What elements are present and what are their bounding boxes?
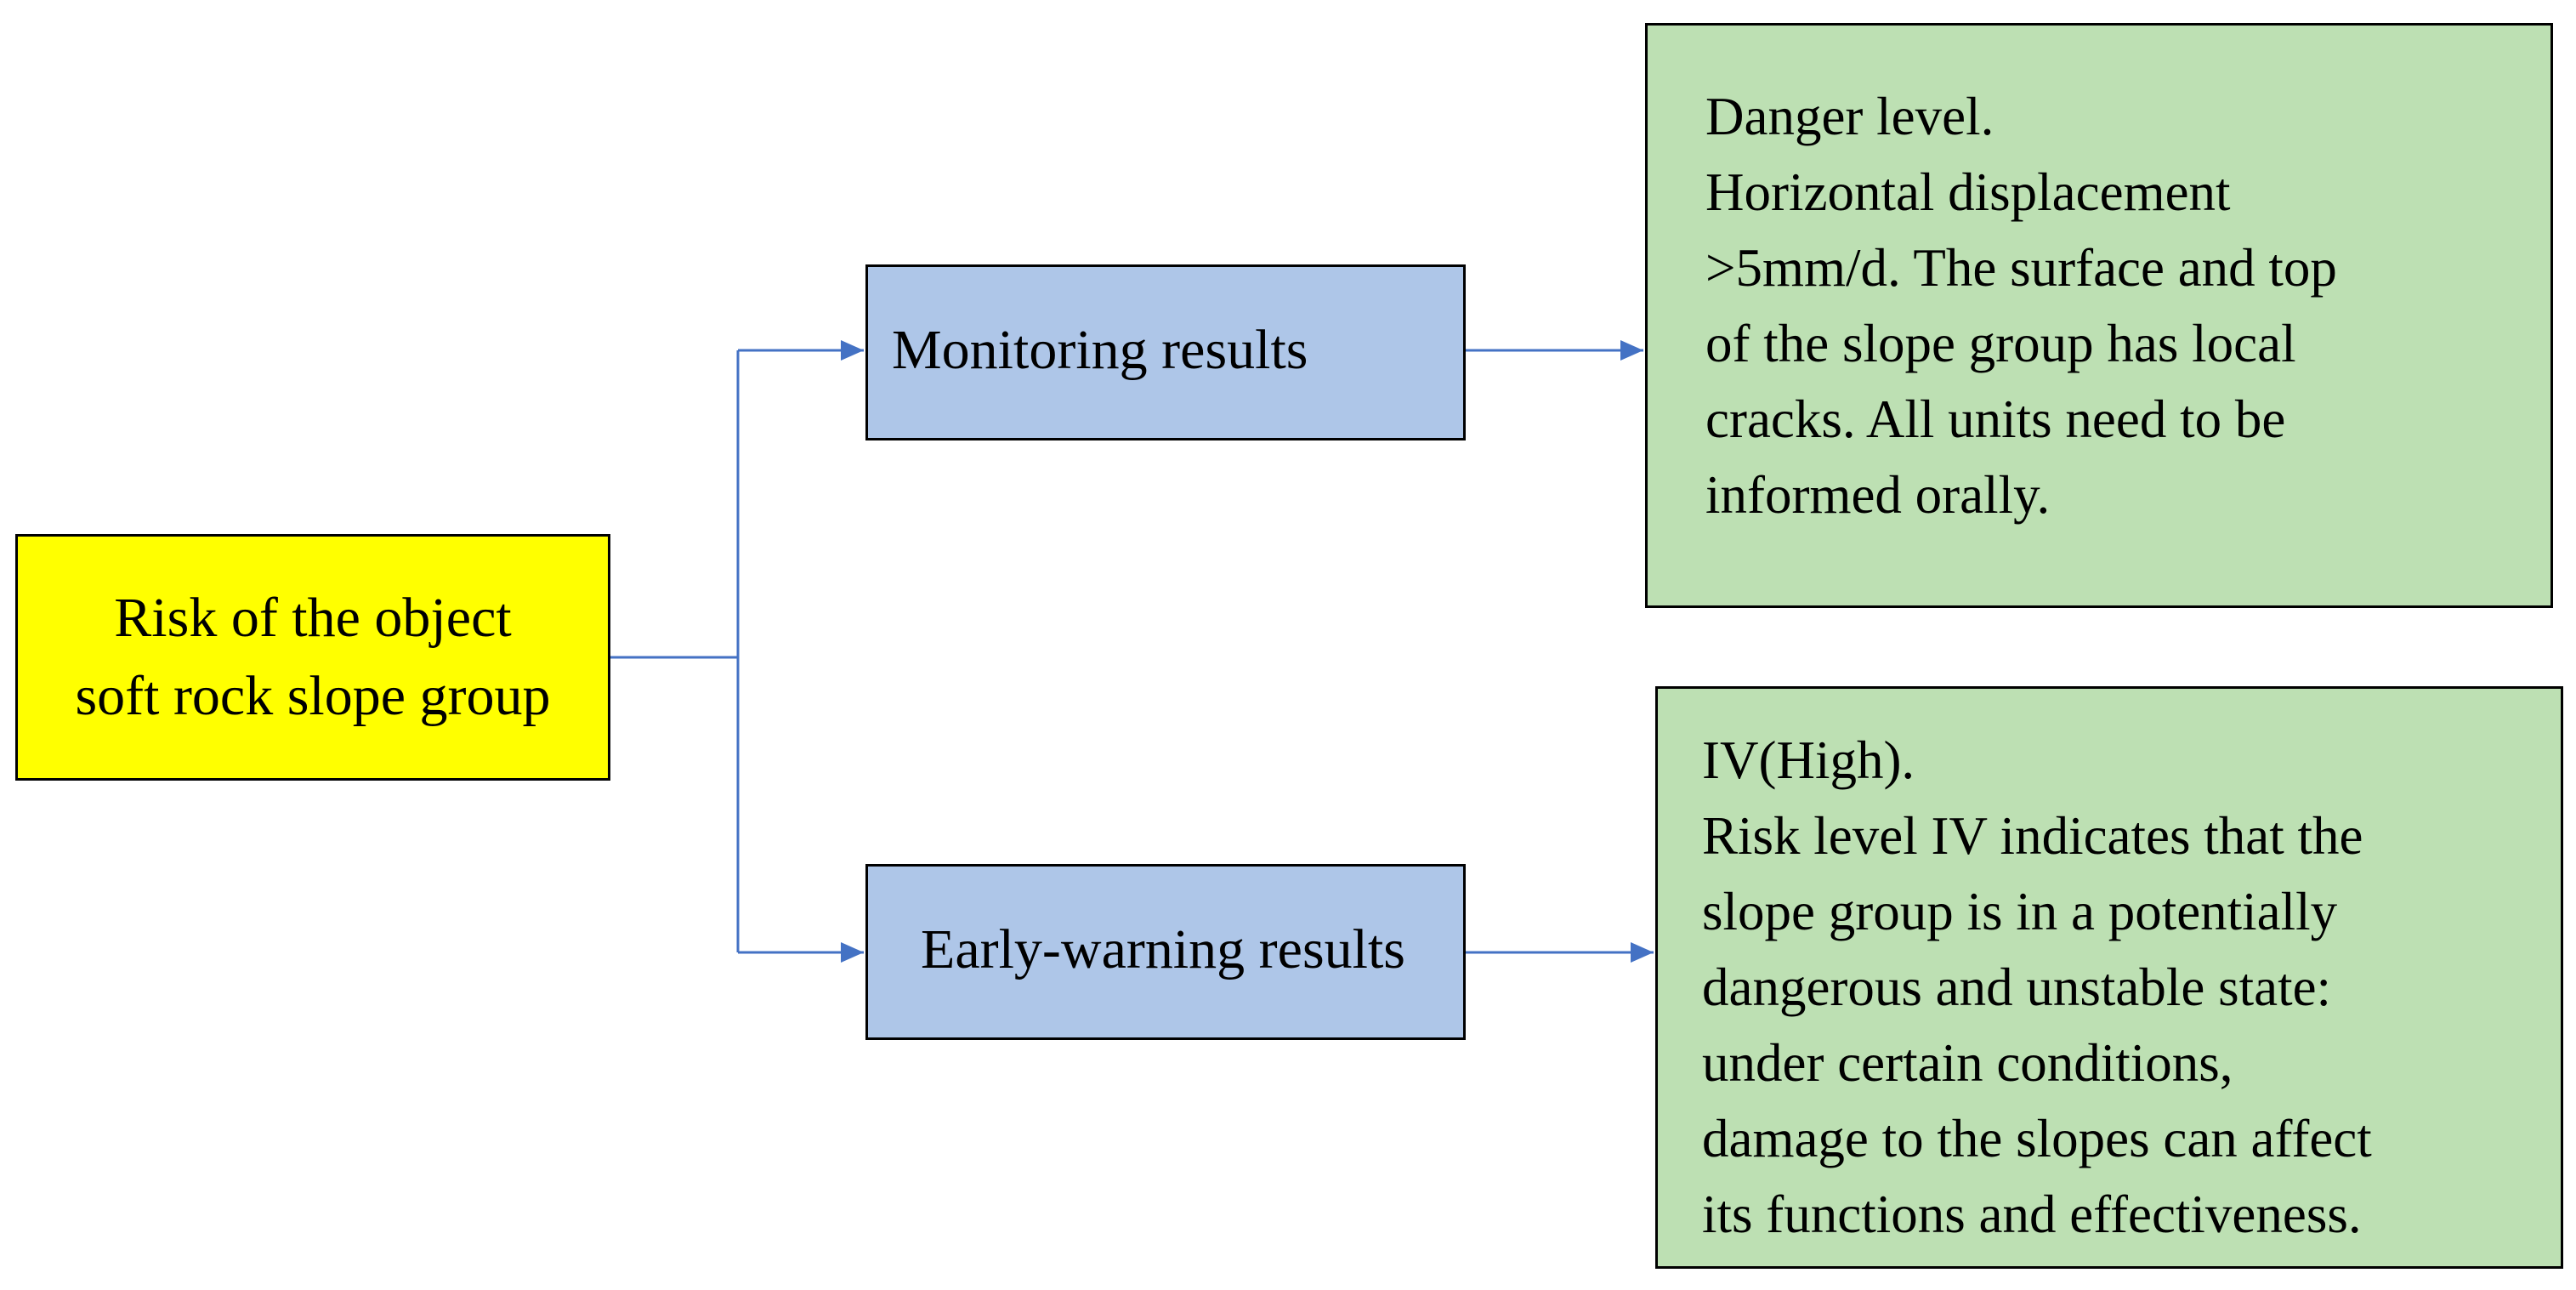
monitoring-results-label: Monitoring results [892,319,1308,381]
root-node: Risk of the object soft rock slope group [15,534,610,781]
danger-level-line: >5mm/d. The surface and top [1705,238,2337,298]
monitoring-results-node: Monitoring results [865,264,1466,440]
risk-level-line: damage to the slopes can affect [1702,1109,2372,1168]
risk-level-line: Risk level IV indicates that the [1702,806,2363,866]
risk-level-text: IV(High). Risk level IV indicates that t… [1702,723,2535,1253]
risk-level-line: under certain conditions, [1702,1033,2233,1093]
danger-level-node: Danger level. Horizontal displacement >5… [1645,23,2553,608]
risk-level-line: dangerous and unstable state: [1702,958,2332,1017]
risk-level-line: its functions and effectiveness. [1702,1185,2362,1244]
early-warning-results-node: Early-warning results [865,864,1466,1040]
danger-level-text: Danger level. Horizontal displacement >5… [1705,79,2525,533]
root-node-label: Risk of the object soft rock slope group [75,587,551,727]
danger-level-line: Danger level. [1705,87,1994,146]
danger-level-line: informed orally. [1705,465,2051,525]
risk-level-line: slope group is in a potentially [1702,882,2338,941]
early-warning-results-label: Early-warning results [921,918,1405,980]
risk-level-line: IV(High). [1702,730,1915,790]
danger-level-line: Horizontal displacement [1705,162,2231,222]
danger-level-line: of the slope group has local [1705,314,2296,373]
risk-level-node: IV(High). Risk level IV indicates that t… [1655,686,2563,1269]
danger-level-line: cracks. All units need to be [1705,389,2286,449]
